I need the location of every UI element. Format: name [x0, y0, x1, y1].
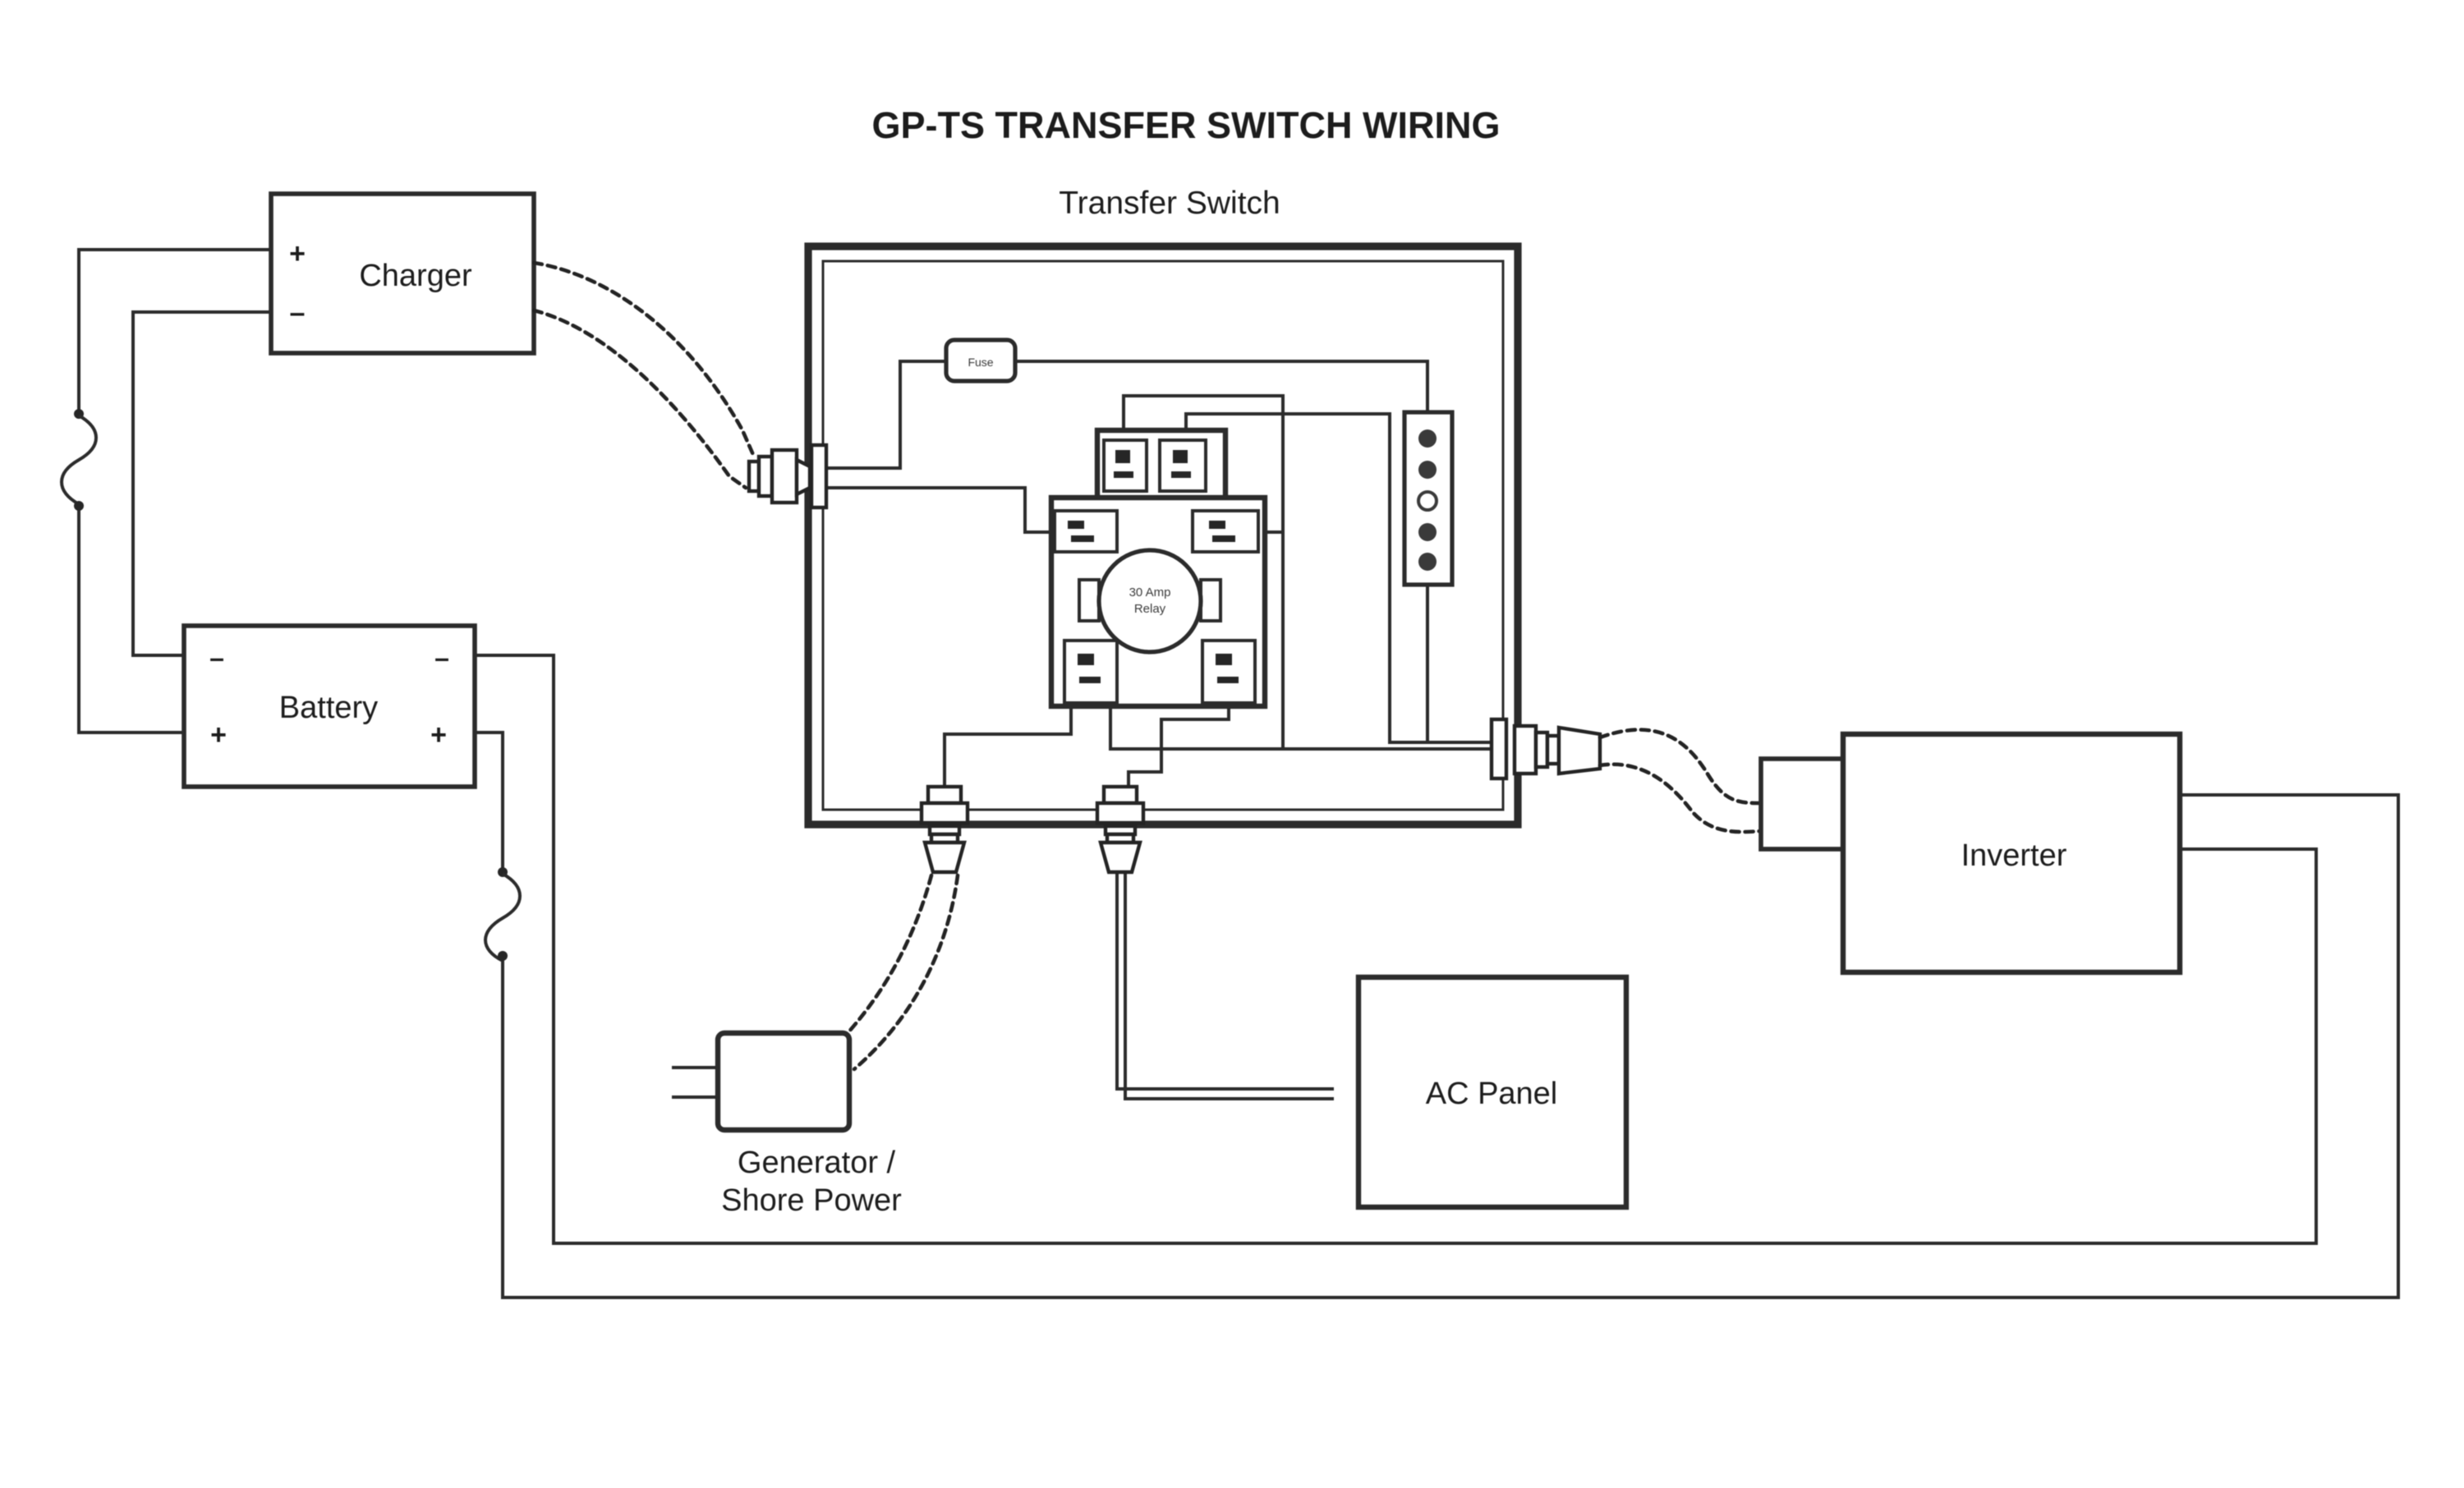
- terminal-screw: [1418, 461, 1437, 479]
- cable-gland-charger: [747, 443, 829, 510]
- fuse-box: [944, 338, 1018, 383]
- cable-gland-ac-panel: [1095, 784, 1146, 875]
- charger: + – Charger: [269, 191, 536, 356]
- wire-relay-bottom-bar: [1109, 703, 1283, 751]
- terminal-screw: [1418, 523, 1437, 541]
- terminal-screw: [1418, 553, 1437, 571]
- ac-panel-box: [1355, 974, 1630, 1210]
- inverter-cable: [1597, 728, 1763, 834]
- terminal-screw: [1417, 490, 1438, 512]
- battery-plus-terminal: +: [430, 719, 447, 751]
- relay-ear-left: [1078, 578, 1101, 622]
- inverter-connector-box: [1758, 756, 1846, 852]
- wire-gland-to-fuse: [826, 360, 946, 470]
- fuse: Fuse: [944, 338, 1018, 383]
- generator-box: [715, 1030, 853, 1133]
- charger-positive-wire: [77, 507, 184, 734]
- ac-panel: AC Panel: [1355, 974, 1630, 1210]
- generator-label-line1: Generator /: [738, 1146, 896, 1180]
- transfer-switch-label: Transfer Switch: [1059, 186, 1280, 221]
- battery-positive-wire: [475, 731, 504, 870]
- ac-panel-label: AC Panel: [1426, 1077, 1558, 1111]
- battery-box: [182, 623, 477, 789]
- relay-terminal: [1102, 439, 1148, 493]
- wire-gland-to-relay-left: [826, 486, 1055, 534]
- charger-cable: [531, 260, 756, 490]
- transfer-switch: Fuse: [747, 242, 1602, 875]
- wire-fuse-to-terminal-strip: [1015, 360, 1429, 412]
- relay-terminal: [1191, 509, 1260, 553]
- ac-panel-wire: [1115, 872, 1334, 1091]
- external-wires: [77, 248, 2400, 1299]
- relay-terminal: [1201, 639, 1257, 705]
- generator-shore-power: Generator / Shore Power: [672, 1030, 902, 1218]
- inline-fuse-symbol-battery: [484, 867, 522, 962]
- inverter: Inverter: [1758, 731, 2183, 976]
- charger-plus-terminal: +: [289, 238, 306, 269]
- relay-circle: [1096, 548, 1203, 654]
- inverter-box: [1840, 731, 2183, 976]
- relay-assembly: 30 Amp Relay: [1048, 427, 1268, 710]
- battery-minus-terminal: –: [434, 643, 449, 673]
- charger-label: Charger: [359, 259, 472, 293]
- battery-plus-terminal: +: [210, 719, 227, 751]
- wire-relay-top-right: [1184, 412, 1495, 744]
- generator-label-line2: Shore Power: [721, 1183, 902, 1218]
- relay-terminal: [1053, 509, 1119, 553]
- inverter-label: Inverter: [1961, 838, 2067, 873]
- battery-positive-wire: [501, 793, 2400, 1299]
- battery-label: Battery: [279, 691, 378, 725]
- internal-wires: [826, 360, 1495, 793]
- cable-gland-inverter: [1489, 717, 1602, 781]
- inline-fuse-symbol-charger: [60, 409, 98, 511]
- wire-relay-top-left: [1122, 394, 1285, 749]
- terminal-screw: [1418, 429, 1437, 448]
- ac-panel-wire: [1124, 872, 1334, 1100]
- charger-positive-wire: [77, 248, 271, 412]
- relay-terminal: [1063, 639, 1119, 705]
- relay-ear-right: [1199, 578, 1222, 622]
- generator-cable: [845, 873, 960, 1072]
- terminal-strip: [1402, 410, 1455, 587]
- relay-label-line2: Relay: [1134, 602, 1166, 616]
- fuse-label: Fuse: [968, 356, 993, 369]
- diagram-title: GP-TS TRANSFER SWITCH WIRING: [872, 104, 1501, 146]
- charger-negative-wire: [131, 310, 271, 657]
- relay-label-line1: 30 Amp: [1129, 586, 1171, 599]
- battery-minus-terminal: –: [209, 643, 224, 673]
- cable-gland-generator: [919, 784, 970, 875]
- battery: – – + + Battery: [182, 623, 477, 789]
- battery-negative-wire: [475, 654, 2318, 1245]
- relay-terminal: [1158, 439, 1207, 493]
- charger-box: [269, 191, 536, 356]
- wire-to-generator-gland: [943, 703, 1073, 793]
- wire-to-acpanel-gland: [1127, 703, 1230, 793]
- charger-minus-terminal: –: [290, 297, 306, 328]
